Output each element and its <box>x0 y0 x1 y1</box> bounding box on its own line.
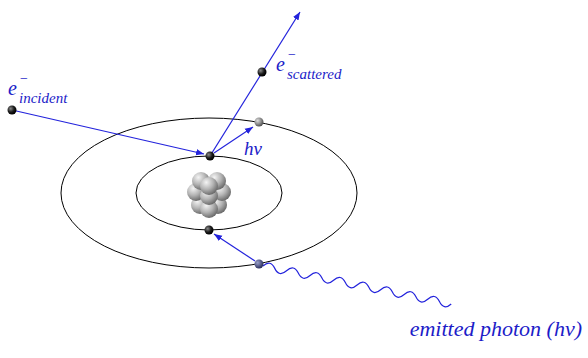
scattered-path <box>210 12 300 156</box>
outer-electron <box>255 118 264 127</box>
electron-symbol: e <box>8 78 17 98</box>
nucleus <box>187 172 231 218</box>
inner-electron <box>205 226 214 235</box>
photon-wave <box>262 262 452 308</box>
electron-subscript: scattered <box>287 67 341 82</box>
scattered-electron <box>258 68 267 77</box>
incident-path <box>12 110 204 154</box>
outer-electron <box>255 260 264 269</box>
electron-subscript: incident <box>19 91 67 106</box>
charge-sign: − <box>287 48 296 62</box>
inner-electron <box>206 152 215 161</box>
inner-orbit <box>136 156 282 230</box>
charge-sign: − <box>19 72 28 86</box>
outer-orbit <box>61 118 357 268</box>
energy-label: hν <box>244 139 262 158</box>
incident-electron <box>8 106 17 115</box>
photon-label: emitted photon (hν) <box>410 318 582 340</box>
electron-symbol: e <box>276 54 285 74</box>
transition-arrow <box>214 234 255 261</box>
